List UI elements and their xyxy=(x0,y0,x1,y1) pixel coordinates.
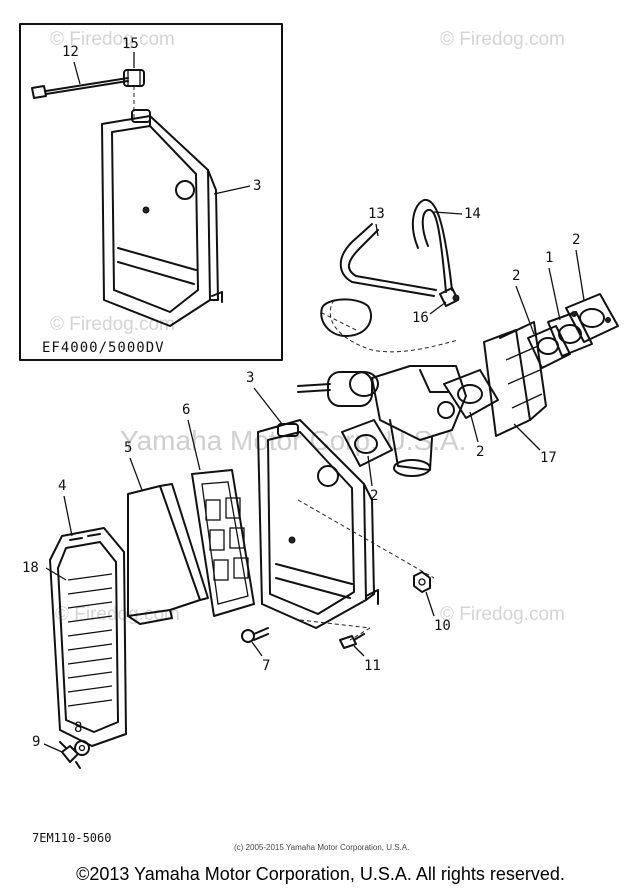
air-cleaner-cover-4 xyxy=(49,527,127,747)
watermark-center: Yamaha Motor Corp. U.S.A. xyxy=(120,425,467,456)
watermark-firedog-1: © Firedog.com xyxy=(50,29,175,50)
inset-label-12: 12 xyxy=(62,44,79,60)
watermark-firedog-2: © Firedog.com xyxy=(440,29,565,50)
label-10: 10 xyxy=(434,618,451,634)
air-cleaner-case-3 xyxy=(257,419,435,641)
label-6: 6 xyxy=(182,402,190,418)
inset-part-12-rod xyxy=(31,77,129,99)
part-16-clip xyxy=(439,287,460,307)
bolt-11 xyxy=(339,633,365,649)
small-copyright: (c) 2005-2015 Yamaha Motor Corporation, … xyxy=(234,843,409,852)
inset-part-15-cap xyxy=(123,69,145,118)
small-tank xyxy=(320,298,373,337)
air-filter-element-5 xyxy=(127,483,209,625)
inset-panel: 12 15 3 EF4000/5000DV xyxy=(19,23,283,361)
label-8: 8 xyxy=(74,720,82,736)
washer-8 xyxy=(74,740,90,756)
hose-13 xyxy=(339,223,437,297)
diagram-code: 7EM110-5060 xyxy=(32,831,111,845)
footer-copyright: ©2013 Yamaha Motor Corporation, U.S.A. A… xyxy=(76,864,565,884)
label-13: 13 xyxy=(368,206,385,222)
label-18: 18 xyxy=(22,560,39,576)
label-2-top: 2 xyxy=(512,268,520,284)
reed-plate-17 xyxy=(483,321,547,437)
inset-label-3: 3 xyxy=(253,178,261,194)
label-2-mid: 2 xyxy=(476,444,484,460)
carburetor-assembly xyxy=(297,365,467,477)
label-17: 17 xyxy=(540,450,557,466)
watermark-firedog-4: © Firedog.com xyxy=(440,604,565,625)
wing-nut-9 xyxy=(59,741,81,769)
inset-caption: EF4000/5000DV xyxy=(42,340,165,356)
label-4: 4 xyxy=(58,478,66,494)
parts-diagram: © Firedog.com © Firedog.com © Firedog.co… xyxy=(19,23,619,852)
inset-border xyxy=(19,23,283,361)
label-16: 16 xyxy=(412,310,429,326)
hose-14 xyxy=(411,198,453,293)
label-2-far: 2 xyxy=(572,232,580,248)
gasket-2-lower xyxy=(341,419,393,467)
nut-10 xyxy=(413,571,431,593)
bolt-7 xyxy=(241,627,269,643)
gasket-2-top-b xyxy=(565,293,619,343)
label-7: 7 xyxy=(262,658,270,674)
label-1: 1 xyxy=(545,250,553,266)
watermark-firedog-3: © Firedog.com xyxy=(50,314,175,335)
element-holder-6 xyxy=(191,469,255,617)
cover-louver-18 xyxy=(67,573,113,707)
label-3: 3 xyxy=(246,370,254,386)
label-11: 11 xyxy=(364,658,381,674)
label-5: 5 xyxy=(124,440,132,456)
inset-label-15: 15 xyxy=(122,36,139,52)
label-9: 9 xyxy=(32,734,40,750)
label-14: 14 xyxy=(464,206,481,222)
inset-part-3-case xyxy=(101,109,223,327)
label-2-low: 2 xyxy=(370,488,378,504)
spacer-1 xyxy=(547,311,593,357)
gasket-2-right xyxy=(443,369,499,419)
